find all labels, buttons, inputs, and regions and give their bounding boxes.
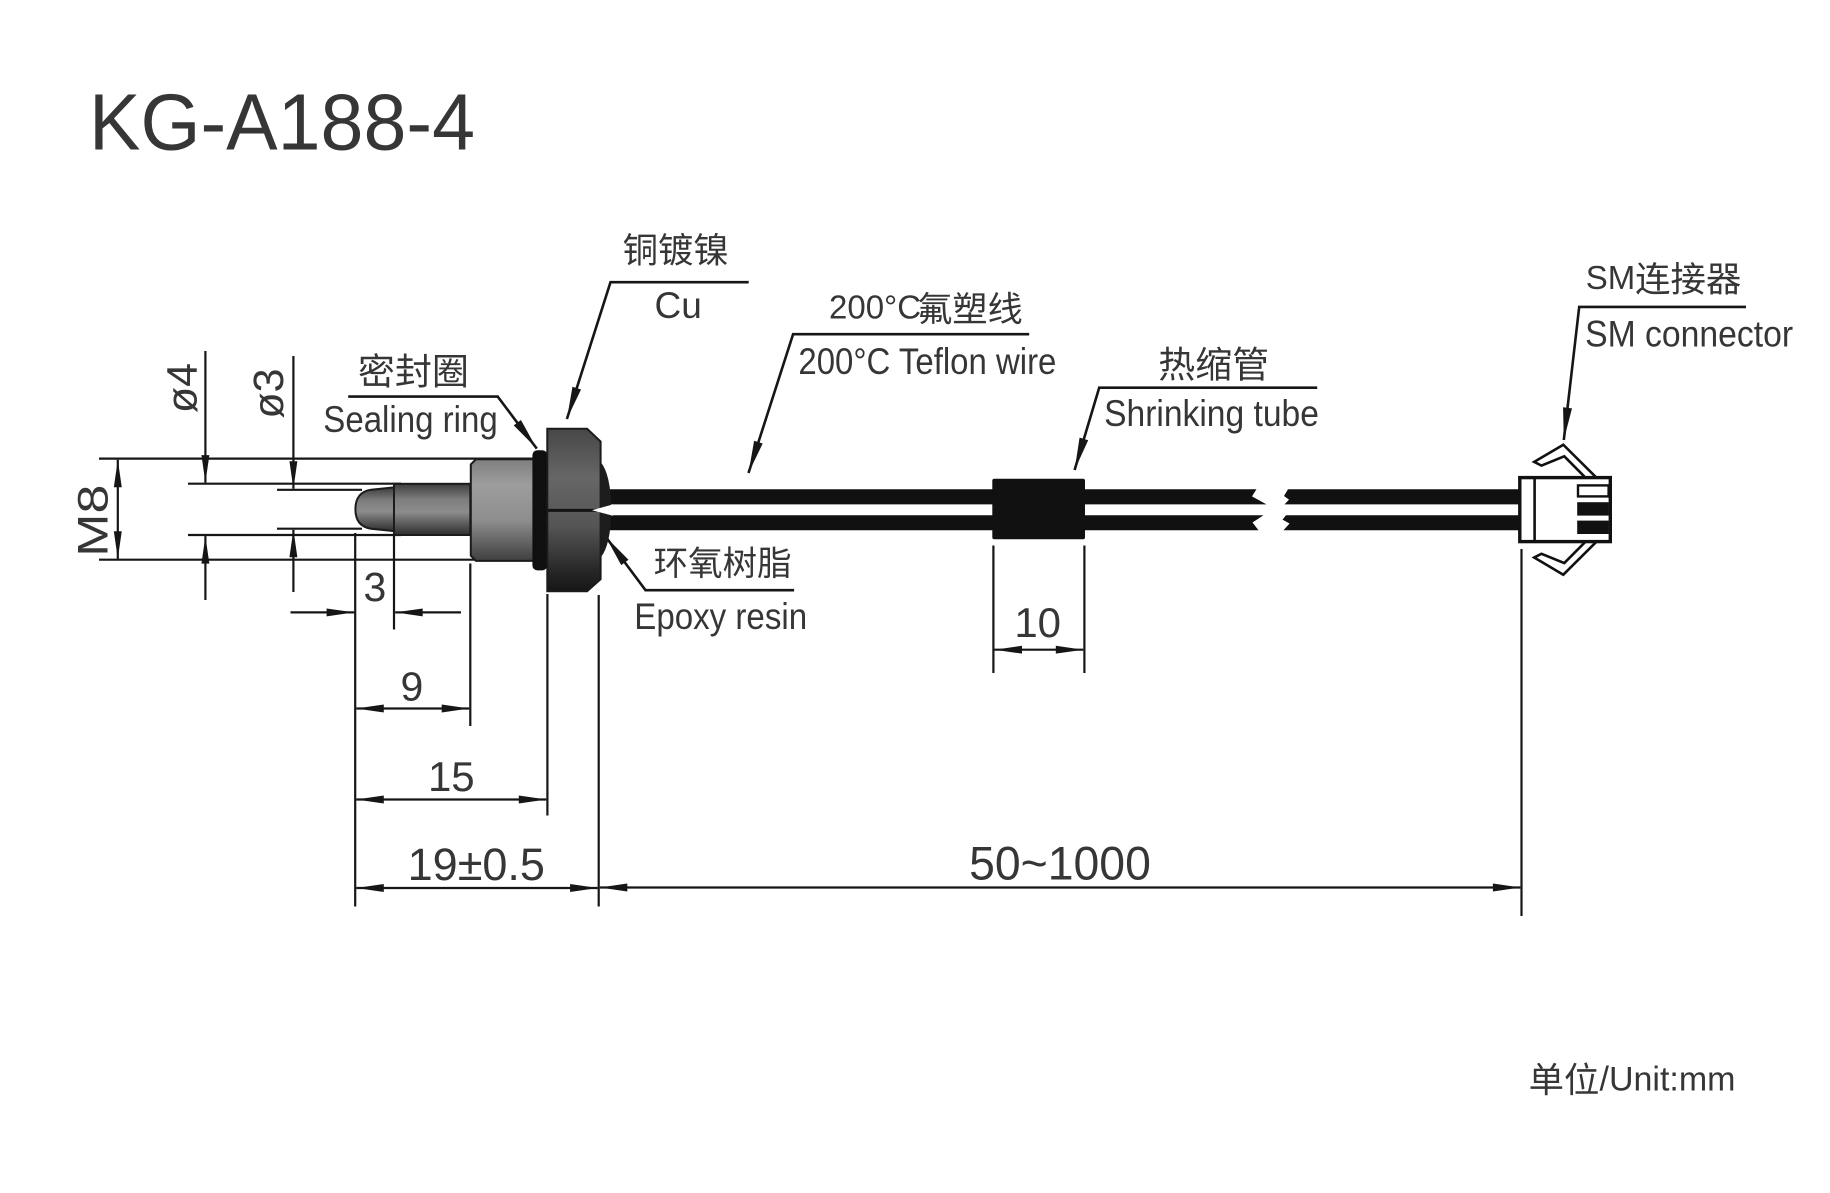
svg-text:3: 3 — [363, 564, 386, 610]
svg-text:Shrinking tube: Shrinking tube — [1104, 393, 1319, 434]
svg-text:/Unit:mm: /Unit:mm — [1600, 1061, 1736, 1099]
svg-text:KG-A188-4: KG-A188-4 — [89, 78, 475, 167]
svg-text:SM: SM — [1586, 259, 1636, 296]
svg-text:200°C Teflon wire: 200°C Teflon wire — [798, 341, 1056, 382]
svg-text:9: 9 — [400, 664, 423, 710]
svg-text:ø4: ø4 — [159, 363, 207, 413]
svg-text:Cu: Cu — [655, 285, 702, 326]
svg-text:Epoxy resin: Epoxy resin — [634, 596, 807, 637]
svg-text:50~1000: 50~1000 — [969, 837, 1151, 890]
svg-text:15: 15 — [428, 753, 475, 800]
svg-text:10: 10 — [1014, 599, 1061, 646]
svg-text:SM connector: SM connector — [1585, 314, 1793, 355]
svg-text:19±0.5: 19±0.5 — [408, 839, 545, 890]
svg-text:200°C: 200°C — [829, 288, 921, 325]
svg-text:ø3: ø3 — [245, 368, 293, 418]
svg-text:Sealing ring: Sealing ring — [323, 399, 497, 440]
svg-text:M8: M8 — [70, 485, 118, 557]
